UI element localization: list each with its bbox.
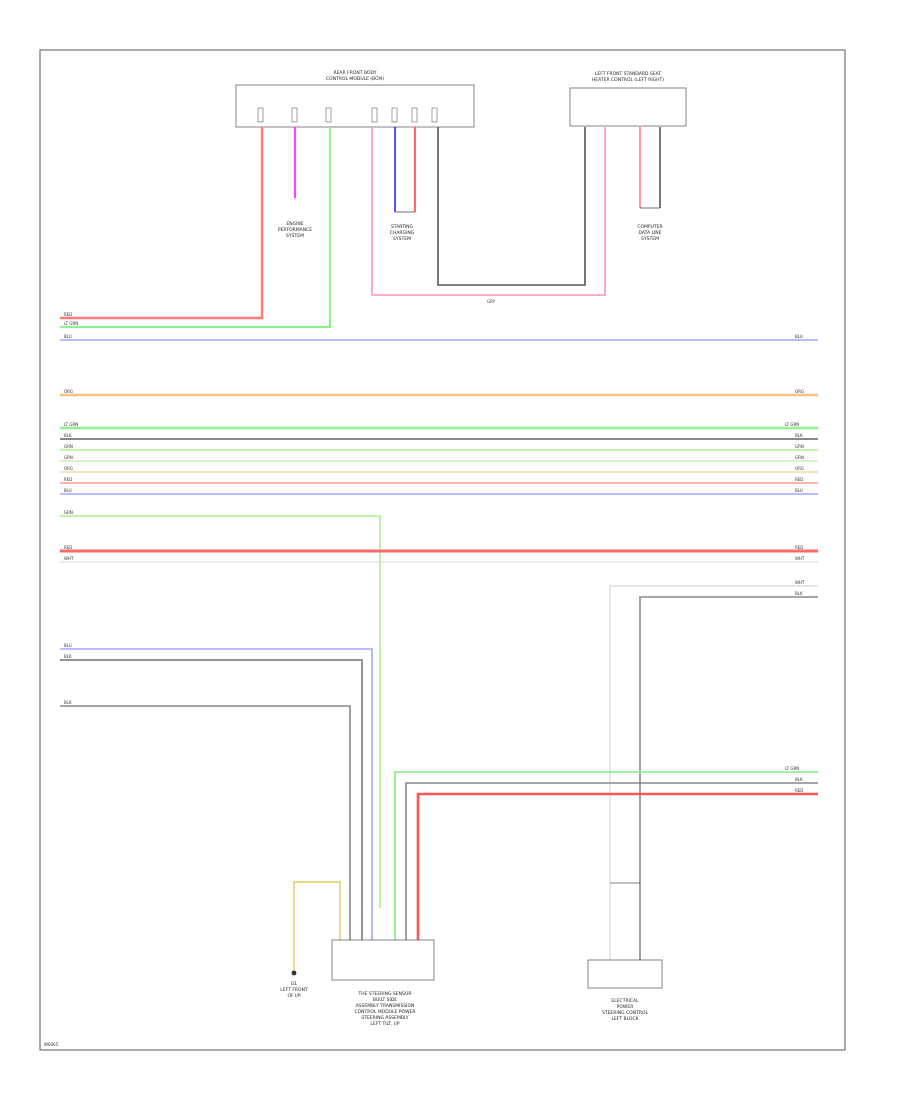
svg-text:BLU: BLU [795,334,803,339]
svg-text:LT GRN: LT GRN [785,766,799,771]
svg-text:LEFT TILT, I/P: LEFT TILT, I/P [370,1021,399,1027]
svg-text:RED: RED [64,477,72,482]
svg-text:RED: RED [64,312,72,317]
ground-caption: G1 LEFT FRONT OF I/P [280,981,308,999]
bcm-module-box [235,84,475,128]
svg-text:LEFT FRONT: LEFT FRONT [280,987,308,993]
seat-heater-title-line1: LEFT FRONT STANDARD SEAT [595,71,661,77]
svg-text:GRN: GRN [64,510,73,515]
join-label: GRY [487,299,496,304]
svg-text:BUILT SIDE: BUILT SIDE [373,997,397,1003]
svg-text:LEFT BLOCK: LEFT BLOCK [611,1016,639,1022]
svg-text:WHT: WHT [64,556,74,561]
sensor-wires [60,648,818,972]
wire-blk-lower1 [60,659,363,940]
svg-text:BLK: BLK [64,433,72,438]
svg-text:RED: RED [795,545,803,550]
svg-text:GRN: GRN [64,444,73,449]
wire-ltgrn-drop [60,127,332,329]
wire-black-loop [437,127,586,286]
eps-box [587,959,663,989]
svg-text:STARTING: STARTING [391,224,414,230]
svg-text:SYSTEM: SYSTEM [641,236,659,242]
svg-text:OF I/P: OF I/P [287,993,300,999]
svg-text:BLU: BLU [64,334,72,339]
wire-ltgrn-right [394,771,818,940]
wire-labels-left: RED LT GRN BLU ORG LT GRN BLK GRN GRN OR… [64,312,78,705]
starting-system-caption: STARTING CHARGING SYSTEM [390,224,415,242]
svg-text:ORG: ORG [64,389,73,394]
wire-labels-right: BLU ORG LT GRN BLK GRN GRN ORG RED BLU R… [785,334,805,793]
svg-text:GRN: GRN [64,455,73,460]
svg-text:WHT: WHT [795,580,805,585]
wire-red-right [416,792,818,940]
seat-heater-title-line2: HEATER CONTROL (LEFT RIGHT) [592,77,664,83]
svg-text:ORG: ORG [64,466,73,471]
wire-pink-loop [371,127,606,296]
wire-yel-ground [293,881,341,972]
svg-text:BLK: BLK [795,433,803,438]
svg-text:CONTROL MODULE POWER: CONTROL MODULE POWER [354,1009,415,1015]
bcm-module[interactable]: REAR FRONT BODY CONTROL MODULE (BCM) [235,70,475,128]
svg-text:BLU: BLU [64,488,72,493]
bcm-title-line1: REAR FRONT BODY [334,70,377,76]
steering-sensor-module[interactable] [331,939,435,981]
eps-caption: ELECTRICAL POWER STEERING CONTROL LEFT B… [602,998,648,1022]
steering-sensor-caption: THE STEERING SENSOR BUILT SIDE ASSEMBLY … [354,991,415,1027]
svg-text:BLU: BLU [795,488,803,493]
diagram-frame [39,49,846,1051]
top-vertical-wires [60,127,661,329]
footer-id: W6065 [44,1042,59,1047]
svg-text:BLU: BLU [64,643,72,648]
seat-heater-module[interactable]: LEFT FRONT STANDARD SEAT HEATER CONTROL … [569,71,687,127]
svg-text:LT GRN: LT GRN [64,321,78,326]
wire-wht-right [609,585,818,960]
svg-text:GRN: GRN [795,444,804,449]
svg-text:ASSEMBLY TRANSMISSION: ASSEMBLY TRANSMISSION [356,1003,415,1009]
wire-blk-lower2 [60,705,351,940]
wire-blu-lower [60,648,373,940]
bcm-title-line2: CONTROL MODULE (BCM) [326,76,384,82]
svg-text:SYSTEM: SYSTEM [286,233,304,239]
wire-grn-drop [60,515,381,908]
ground-symbol-icon [291,970,297,976]
svg-text:BLK: BLK [64,700,72,705]
svg-text:POWER: POWER [617,1004,634,1010]
svg-text:SYSTEM: SYSTEM [393,236,411,242]
svg-text:BLK: BLK [795,591,803,596]
svg-text:RED: RED [795,477,803,482]
wire-blk-right2 [405,782,818,940]
svg-text:ENGINE: ENGINE [286,221,303,227]
svg-text:RED: RED [64,545,72,550]
eps-module[interactable] [587,959,663,989]
wire-red-drop [60,127,264,320]
svg-text:G1: G1 [291,981,297,987]
svg-text:LT GRN: LT GRN [64,422,78,427]
svg-text:GRN: GRN [795,455,804,460]
eps-wires [609,585,818,960]
svg-text:STEERING ASSEMBLY: STEERING ASSEMBLY [361,1015,409,1021]
svg-text:BLK: BLK [795,777,803,782]
engine-system-caption: ENGINE PERFORMANCE SYSTEM [278,221,312,239]
svg-text:DATA LINE: DATA LINE [638,230,661,236]
svg-text:COMPUTER: COMPUTER [637,224,662,230]
svg-text:BLK: BLK [64,654,72,659]
data-line-caption: COMPUTER DATA LINE SYSTEM [637,224,662,242]
bcm-pins [257,107,438,123]
horizontal-bus [60,339,818,908]
wire-blk-right [639,596,818,960]
svg-text:ORG: ORG [795,466,804,471]
steering-sensor-box [331,939,435,981]
svg-text:LT GRN: LT GRN [785,422,799,427]
svg-text:THE STEERING SENSOR: THE STEERING SENSOR [357,991,411,997]
svg-text:ELECTRICAL: ELECTRICAL [611,998,639,1004]
svg-text:CHARGING: CHARGING [390,230,415,236]
svg-text:STEERING CONTROL: STEERING CONTROL [602,1010,648,1016]
svg-text:RED: RED [795,788,803,793]
svg-text:ORG: ORG [795,389,804,394]
svg-text:PERFORMANCE: PERFORMANCE [278,227,312,233]
seat-heater-module-box [569,87,687,127]
svg-text:WHT: WHT [795,556,805,561]
